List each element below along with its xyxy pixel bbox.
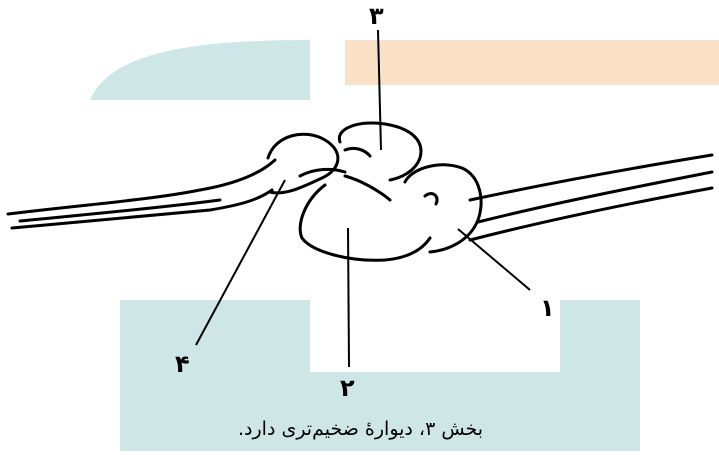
label-part-4: ۴ xyxy=(175,352,190,376)
leader-line-1 xyxy=(458,229,530,290)
watermark-teal-block-right xyxy=(560,300,640,451)
lobe-4-outline xyxy=(268,134,338,193)
lobe-4-inner xyxy=(300,169,345,176)
right-nerve-inner xyxy=(478,172,712,222)
ganglion-sketch xyxy=(8,123,712,260)
lobe-2-outline xyxy=(300,185,430,260)
watermark-teal-arc xyxy=(90,40,310,100)
label-part-3: ۳ xyxy=(369,4,384,28)
label-part-2: ۲ xyxy=(340,376,355,400)
lobe-1-inner xyxy=(425,194,437,204)
caption-text: بخش ۳، دیوارهٔ ضخیم‌تری دارد. xyxy=(238,418,483,440)
watermark-logo xyxy=(90,40,719,451)
leader-line-2 xyxy=(348,228,349,367)
lobe-3-inner xyxy=(345,148,370,156)
lobe-2-inner xyxy=(345,176,390,200)
right-nerve-upper xyxy=(470,155,712,200)
label-part-1: ۱ xyxy=(540,296,555,320)
watermark-orange-bar xyxy=(345,40,719,85)
